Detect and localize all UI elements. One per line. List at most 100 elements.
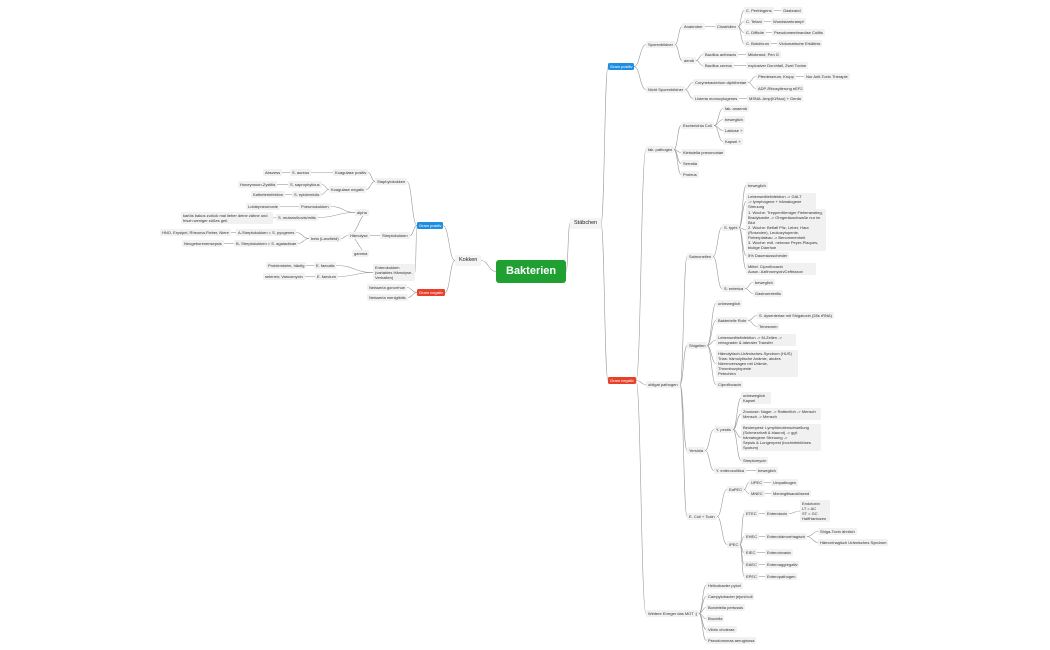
node-gastroenteritis[interactable]: Gastroenteritis [753,290,784,297]
node-weitere-item[interactable]: Vibrio cholerae [706,626,737,633]
node-neisseria-gonorrhoe[interactable]: Neisseria gonorrhoe [367,284,408,291]
node-karies-note[interactable]: kariös bakus zurück mal lieber deine zäh… [181,212,273,224]
node-enterica-beweglich[interactable]: beweglich [753,279,775,286]
node-typhi-beweglich[interactable]: beweglich [746,182,768,189]
node-enterocolitica-beweglich[interactable]: beweglich [756,467,778,474]
node-kokken-gram-negativ[interactable]: Gram negativ [417,289,446,296]
node-weitere-item[interactable]: Brucella [706,615,725,622]
node-c-difficile[interactable]: C. Difficile [744,29,766,36]
node-faecalis-note[interactable]: Problemkeim, häufig [266,262,307,269]
node-sporenbildner[interactable]: Sporenbildner [646,41,675,48]
node-katheterinfektion[interactable]: Katheterinfektion [251,191,286,198]
node-alpha[interactable]: alpha [355,209,369,216]
node-gamma[interactable]: gamma [352,250,370,257]
node-eaec[interactable]: EAEC [744,561,759,568]
node-koagulase-negativ[interactable]: Koagulase negativ [329,186,366,193]
node-listeria[interactable]: Listeria monocytogenes [693,95,740,102]
node-milzbrand[interactable]: Milzbrand, Pen G [746,51,781,58]
node-escherichia-coli[interactable]: Escherichia Coli [681,122,714,129]
node-clostridien[interactable]: Clostridien [715,23,738,30]
node-shigellen-ciprofloxacin[interactable]: Ciprofloxacin [716,381,744,388]
node-weitere-item[interactable]: Pseudomonas aeruginosa [706,637,757,644]
node-weitere-item[interactable]: Bordetella pertussis [706,604,746,611]
node-anaerober[interactable]: Anaerober [682,23,705,30]
node-c-tetani[interactable]: C. Tetani [744,18,764,25]
node-ecoli-fak-anaerob[interactable]: fak. anaerob [723,105,750,112]
node-hus[interactable]: Hämolytisch-Urämisches-Syndrom (HUS) Tri… [716,350,798,377]
node-y-enterocolitica[interactable]: Y. enterocolitica [714,467,746,474]
node-ecoli-laktose[interactable]: Laktose + [723,127,745,134]
node-upec[interactable]: UPEC [749,479,765,486]
node-s-saprophyticus[interactable]: S. saprophyticus [288,181,322,188]
node-listeria-note[interactable]: MSNA: Amp(Kl/Nuo) + Genta [747,95,803,102]
node-etec[interactable]: ETEC [744,510,759,517]
node-s-epidermidis[interactable]: S. epidermidis [292,191,322,198]
node-shigellen-unbeweglich[interactable]: unbeweglich [716,300,743,307]
node-botulismus[interactable]: Vlolomatische Erkältnis [777,40,823,47]
node-corynebacterium[interactable]: Corynebacterium diphtheriae [693,79,749,86]
node-shigellen-lebensmittel[interactable]: Lebensmittelinfektion -> M-Zellen -> ret… [716,334,796,346]
node-beulenpest[interactable]: Beulenpest: Lymphknotenschwellung (Schme… [741,424,821,451]
node-anti-toxin[interactable]: Nur Anti-Toxin Therapie [804,73,850,80]
node-tenesmen[interactable]: Tenesmen [757,323,780,330]
node-pestis-unbeweglich[interactable]: unbeweglich Kapsel [741,392,771,404]
node-typhi-verlauf[interactable]: 1. Woche: Treppenförmiger Fieberanstieg,… [746,209,826,251]
node-weitere-item[interactable]: Campylobacter jejuni/coli [706,593,755,600]
node-neugeborenensepsis[interactable]: Neugeborenensepsis [182,240,224,247]
node-shigellen[interactable]: Shigellen [687,342,708,349]
node-etec-toxine[interactable]: Endotoxin LT = AC ST = GC HalfHantozen [800,500,830,522]
node-e-faecium[interactable]: E. faecium [315,273,338,280]
node-eapec[interactable]: EaPEC [727,486,745,493]
node-typhi-dauerausscheider[interactable]: 5% Dauerausscheider [746,252,790,259]
node-eiec[interactable]: EIEC [744,549,758,556]
node-koagulase-positiv[interactable]: Koagulase positiv [333,169,369,176]
node-ehec-hus[interactable]: Hämorrhagisch Urämisches Syndrom [818,539,889,546]
node-neisseria-meningitidis[interactable]: Neisseria menigitidis [367,294,408,301]
node-proteus[interactable]: Proteus [681,171,699,178]
node-staphylokokken[interactable]: Staphylokokken [375,178,408,185]
node-pestis-zoonose[interactable]: Zoonose: Nager -> Rattenfloh -> Mensch M… [741,408,821,420]
node-pseudomembranoese-colitis[interactable]: Pseudomembranöse Colitis [772,29,825,36]
node-mnec[interactable]: MNEC [749,490,765,497]
node-enterokokken[interactable]: Enterokokken (variables Hämolyse-Verhalt… [373,264,415,281]
node-meningitisausloesend[interactable]: Meningitisauslösend [771,490,812,497]
node-bacillus-anthracis[interactable]: Bacillus anthracis [703,51,739,58]
node-staebchen[interactable]: Stäbchen [570,218,602,229]
node-staebchen-gram-negativ[interactable]: Gram negativ [608,377,637,384]
node-salmonellen[interactable]: Salmonellen [687,253,714,260]
node-cereus-note[interactable]: explosiver Durchfall, Zwei Toxine [746,62,809,69]
node-ipec[interactable]: IPEC [727,541,741,548]
node-hno-erysipel[interactable]: HNO, Erysipel, Rheuma-Fieber, Niere [160,229,231,236]
node-enteropathogen[interactable]: Enteropathogen [765,573,798,580]
node-beta-lancfield[interactable]: beta (Lancfield) [309,235,341,242]
node-lobaerpneumonie[interactable]: Lobärpneumonie [246,203,281,210]
node-gasbrand[interactable]: Gasbrand [781,7,803,14]
node-e-coli-toxin[interactable]: E. Coli + Toxin [687,513,717,520]
node-honeymoon-zystitis[interactable]: Honeymoon-Zystitis [238,181,278,188]
root-node-bakterien[interactable]: Bakterien [496,260,567,283]
node-faecium-note[interactable]: selenen; Vancomycin [263,273,305,280]
node-pferdeserum[interactable]: Pferdeserum, Krupp [756,73,796,80]
node-bakterielle-ruhr[interactable]: Bakterielle Ruhr [716,317,749,324]
node-enterotoxin[interactable]: Enterotoxin [765,510,790,517]
node-s-enterica[interactable]: S. enterica [722,285,746,292]
node-enteroaggregativ[interactable]: Enteroaggregativ [765,561,800,568]
node-yersinia[interactable]: Yersinia [687,447,706,454]
node-s-dysenteriae[interactable]: S. dysenteriae mit Shigatoxin (28s rRNA) [757,312,834,319]
node-staebchen-gram-positiv[interactable]: Gram positiv [608,63,635,70]
node-ehec[interactable]: EHEC [744,533,760,540]
node-shiga-toxin[interactable]: Shiga-Toxin ähnlich [818,528,857,535]
node-nicht-sporenbildner[interactable]: Nicht Sporenbildner [646,86,686,93]
node-s-aureus[interactable]: S. aureus [290,169,312,176]
node-s-mutans[interactable]: S. mutans/bovis/mitis [276,214,318,221]
node-typhi-therapie[interactable]: Mittel: Ciprofloxacin Ausw.: Azithromyci… [746,263,816,275]
node-enteroinvasiv[interactable]: Enteroinvasiv [765,549,794,556]
node-ecoli-beweglich[interactable]: beweglich [723,116,745,123]
node-fak-pathogen[interactable]: fak. pathogen [646,146,675,153]
node-epec[interactable]: EPEC [744,573,759,580]
node-serratia[interactable]: Serratia [681,160,700,167]
node-streptokokken[interactable]: Streptokokken [380,232,410,239]
node-kokken[interactable]: Kokken [455,255,482,266]
node-aerob[interactable]: aerob [682,57,697,64]
node-abszess[interactable]: Abszess [263,169,283,176]
